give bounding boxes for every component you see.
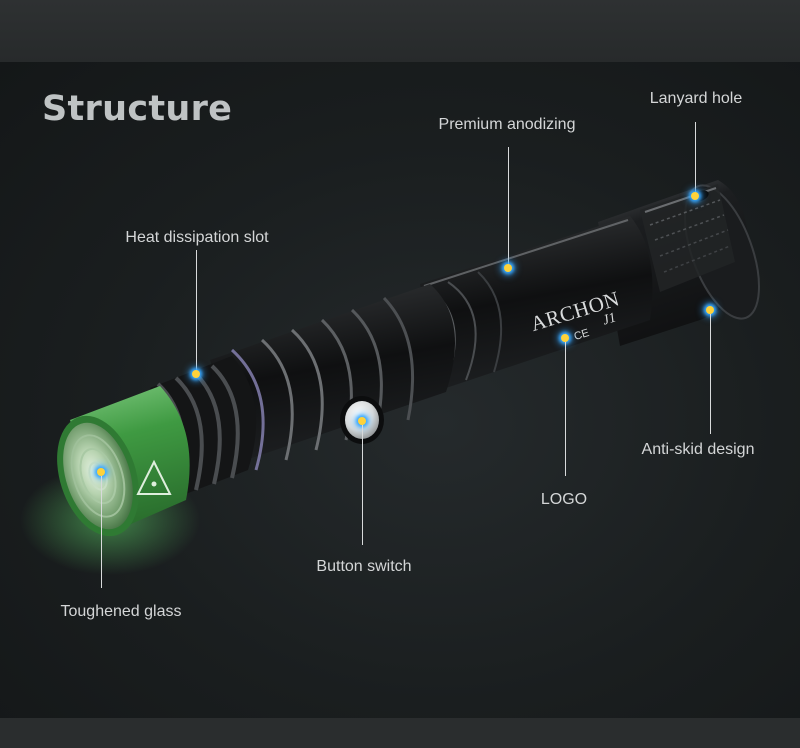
head-bezel [57, 386, 190, 537]
leader-premium-anodizing [508, 147, 509, 265]
callout-premium-anodizing: Premium anodizing [438, 116, 576, 133]
marker-anti-skid-design [706, 306, 714, 314]
marker-premium-anodizing [504, 264, 512, 272]
callout-heat-dissipation-slot: Heat dissipation slot [125, 229, 269, 246]
callout-anti-skid-design: Anti-skid design [641, 441, 755, 458]
callout-toughened-glass: Toughened glass [60, 603, 182, 620]
leader-logo [565, 342, 566, 476]
marker-button-switch [358, 417, 366, 425]
callout-logo: LOGO [540, 491, 588, 508]
marker-logo [561, 334, 569, 342]
marker-lanyard-hole [691, 192, 699, 200]
top-strip [0, 0, 800, 62]
leader-toughened-glass [101, 476, 102, 588]
leader-button-switch [362, 425, 363, 545]
bottom-strip [0, 718, 800, 748]
callout-button-switch: Button switch [316, 558, 412, 575]
finned-section [210, 284, 455, 471]
marker-toughened-glass [97, 468, 105, 476]
leader-lanyard-hole [695, 122, 696, 194]
leader-heat-dissipation-slot [196, 250, 197, 372]
leader-anti-skid-design [710, 314, 711, 434]
callout-lanyard-hole: Lanyard hole [649, 90, 743, 107]
marker-heat-dissipation-slot [192, 370, 200, 378]
page-title: Structure [42, 89, 233, 129]
